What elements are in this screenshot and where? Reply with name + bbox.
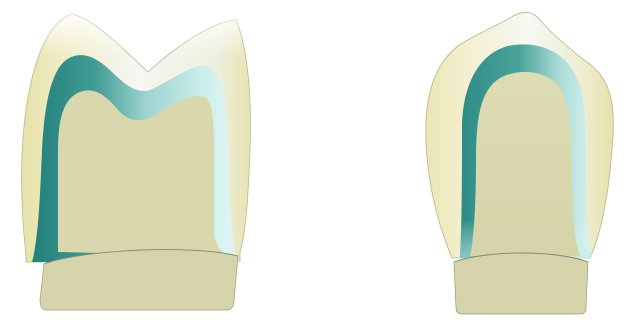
molar-margin-base [40,250,238,310]
anterior-core [470,72,580,256]
anterior-crown-diagram [426,12,614,314]
anterior-margin-base [454,253,588,314]
molar-crown-diagram [22,14,251,310]
